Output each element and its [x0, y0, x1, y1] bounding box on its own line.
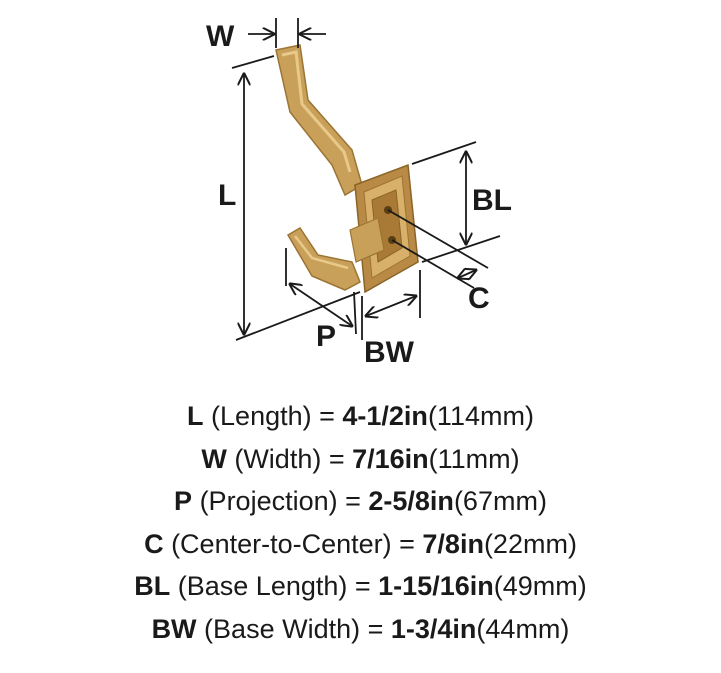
- label-length: L: [218, 179, 236, 212]
- spec-description: (Length) =: [203, 401, 343, 431]
- spec-description: (Center-to-Center) =: [163, 528, 423, 559]
- spec-center-to-center: C (Center-to-Center) = 7/8in(22mm): [0, 523, 721, 566]
- spec-metric: (22mm): [483, 528, 577, 559]
- spec-metric: (11mm): [428, 443, 520, 474]
- label-base-length: BL: [472, 184, 512, 217]
- spec-description: (Base Length) =: [170, 571, 379, 601]
- hook-dimension-diagram: W L BL C P BW: [206, 18, 512, 369]
- label-base-width: BW: [364, 336, 415, 369]
- spec-metric: (44mm): [476, 613, 570, 644]
- spec-imperial: 7/16in: [352, 443, 429, 474]
- spec-imperial: 1-15/16in: [378, 571, 494, 601]
- spec-base-width: BW (Base Width) = 1-3/4in(44mm): [0, 608, 721, 651]
- spec-metric: (114mm): [427, 401, 534, 431]
- spec-imperial: 7/8in: [422, 528, 484, 559]
- spec-width: W (Width) = 7/16in(11mm): [0, 438, 721, 481]
- hook-upper-arm: [275, 44, 363, 197]
- coat-hook-illustration: [275, 44, 419, 294]
- label-width: W: [206, 20, 235, 53]
- label-center: C: [468, 282, 490, 315]
- spec-abbr: BW: [151, 613, 197, 644]
- dimension-lines: [231, 18, 501, 341]
- spec-abbr: W: [201, 443, 227, 474]
- spec-description: (Width) =: [226, 443, 353, 474]
- spec-base-length: BL (Base Length) = 1-15/16in(49mm): [0, 565, 721, 608]
- spec-abbr: L: [187, 401, 204, 431]
- spec-description: (Base Width) =: [196, 613, 391, 644]
- spec-imperial: 2-5/8in: [368, 486, 454, 516]
- spec-projection: P (Projection) = 2-5/8in(67mm): [0, 480, 721, 523]
- spec-metric: (49mm): [493, 571, 587, 601]
- spec-length: L (Length) = 4-1/2in(114mm): [0, 395, 721, 438]
- spec-abbr: C: [144, 528, 164, 559]
- dimension-specs-list: L (Length) = 4-1/2in(114mm) W (Width) = …: [0, 395, 721, 650]
- hook-lower-arm: [286, 226, 361, 291]
- spec-description: (Projection) =: [192, 486, 369, 516]
- spec-imperial: 1-3/4in: [390, 613, 477, 644]
- label-projection: P: [316, 320, 336, 353]
- spec-metric: (67mm): [453, 486, 547, 516]
- spec-abbr: P: [174, 486, 193, 516]
- spec-imperial: 4-1/2in: [342, 401, 428, 431]
- spec-abbr: BL: [134, 571, 171, 601]
